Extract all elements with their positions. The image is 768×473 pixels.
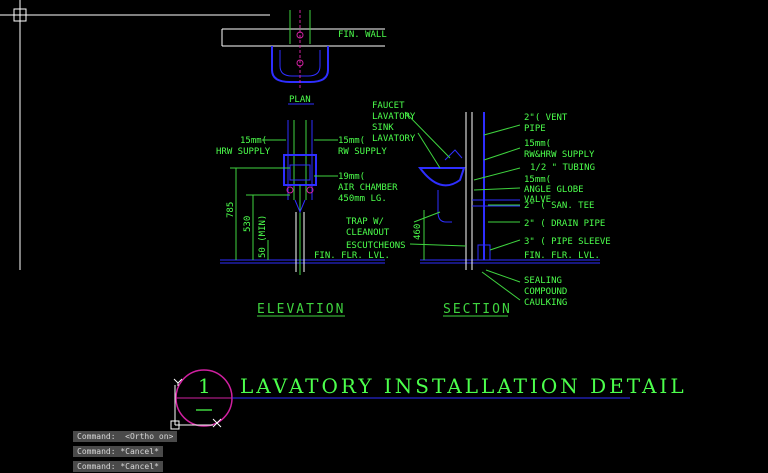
detail-title-block[interactable] [175, 369, 630, 427]
elev-air-2: AIR CHAMBER [338, 183, 398, 193]
sec-rwhrw-1: 15mm( [524, 139, 551, 149]
elevation-view[interactable] [220, 120, 385, 275]
sec-fin-flr: FIN. FLR. LVL. [524, 251, 600, 261]
elev-air-3: 450mm LG. [338, 194, 387, 204]
section-view[interactable] [404, 111, 600, 301]
sec-sealing: SEALING [524, 276, 562, 286]
sec-caulking: CAULKING [524, 298, 567, 308]
sec-angle-2: ANGLE GLOBE [524, 185, 584, 195]
elev-fin-flr: FIN. FLR. LVL. [314, 251, 390, 261]
sec-dim-460: 460 [413, 224, 423, 240]
elev-dim-50min: 50 (MIN) [258, 215, 268, 258]
sec-drain: 2" ( DRAIN PIPE [524, 219, 605, 229]
elev-dim-530: 530 [243, 216, 253, 232]
sec-angle-1: 15mm( [524, 175, 551, 185]
sec-rwhrw-2: RW&HRW SUPPLY [524, 150, 595, 160]
elev-rw-2: RW SUPPLY [338, 147, 387, 157]
ucs-icon [170, 378, 222, 430]
plan-label: PLAN [289, 95, 311, 105]
elev-rw-1: 15mm( [338, 136, 365, 146]
detail-title: LAVATORY INSTALLATION DETAIL [240, 374, 687, 398]
command-history-line: Command: <Ortho on> [73, 431, 178, 442]
command-history-line: Command: *Cancel* [73, 446, 163, 457]
sec-trap-2: CLEANOUT [346, 228, 390, 238]
sec-angle-3: VALVE [524, 195, 551, 205]
elevation-title: ELEVATION [257, 302, 345, 317]
sec-faucet: FAUCET [372, 101, 405, 111]
sec-trap-1: TRAP W/ [346, 217, 384, 227]
sec-lavatory: LAVATORY [372, 112, 416, 122]
elev-dim-785: 785 [226, 202, 236, 218]
sec-vent-2: PIPE [524, 124, 546, 134]
plan-view[interactable] [221, 10, 385, 105]
sec-compound: COMPOUND [524, 287, 567, 297]
command-history-line: Command: *Cancel* [73, 461, 163, 472]
sec-sink: SINK [372, 123, 394, 133]
sec-lavatory2: LAVATORY [372, 134, 416, 144]
detail-number: 1 [198, 374, 214, 398]
elev-hrw-2: HRW SUPPLY [216, 147, 271, 157]
sec-san-tee: 2" ( SAN. TEE [524, 201, 594, 211]
sec-sleeve: 3" ( PIPE SLEEVE [524, 237, 611, 247]
elev-air-1: 19mm( [338, 172, 365, 182]
crosshair-cursor [0, 0, 270, 270]
fin-wall-label: FIN. WALL [338, 30, 387, 40]
section-title: SECTION [443, 302, 512, 317]
sec-vent-1: 2"( VENT [524, 113, 568, 123]
sec-tubing: 1/2 " TUBING [530, 163, 595, 173]
sec-escutcheons: ESCUTCHEONS [346, 241, 406, 251]
elev-hrw-1: 15mm( [240, 136, 267, 146]
